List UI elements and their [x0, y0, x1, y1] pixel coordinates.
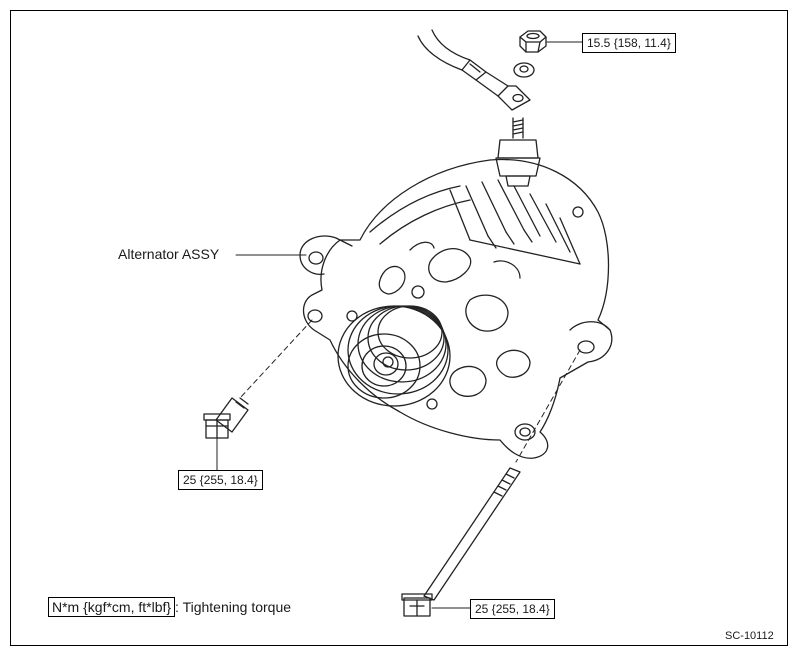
- legend-text: : Tightening torque: [175, 599, 292, 615]
- nut-icon: [519, 30, 547, 53]
- torque-label-bottom: 25 {255, 18.4}: [470, 599, 555, 619]
- legend-units: N*m {kgf*cm, ft*lbf}: [48, 597, 176, 617]
- alternator-body: [299, 158, 613, 459]
- terminal-stud: [495, 117, 541, 187]
- battery-cable: [417, 29, 531, 111]
- diagram-frame: [10, 10, 788, 646]
- torque-label-top: 15.5 {158, 11.4}: [582, 33, 676, 53]
- bolt-long: [401, 349, 581, 617]
- mount-hole-lower: [514, 423, 536, 441]
- washer-icon: [513, 62, 535, 78]
- mount-hole-right: [577, 340, 595, 354]
- figure-code: SC-10112: [725, 630, 774, 642]
- part-name-label: Alternator ASSY: [118, 246, 220, 262]
- mount-hole-left: [307, 309, 323, 323]
- legend: N*m {kgf*cm, ft*lbf}: Tightening torque: [48, 597, 292, 617]
- bolt-left: [203, 319, 313, 439]
- torque-label-left: 25 {255, 18.4}: [178, 470, 263, 490]
- mount-hole-upper: [308, 251, 324, 265]
